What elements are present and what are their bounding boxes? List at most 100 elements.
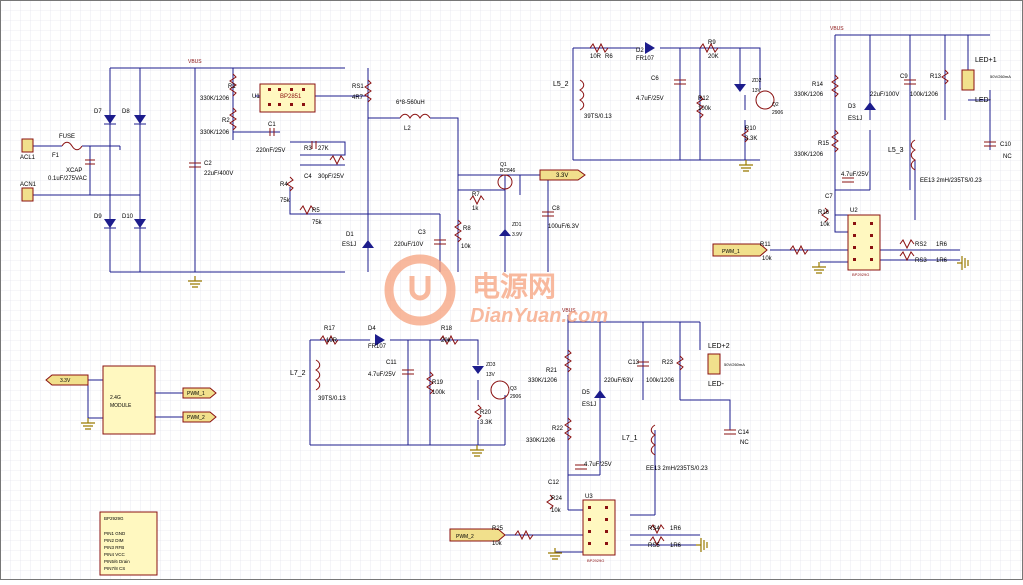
r7-value: 1k [472, 206, 479, 212]
l5-3-value: EE13 2mH/235TS/0.23 [920, 178, 982, 184]
r25-label: R25 [492, 526, 504, 532]
r8-label: R8 [463, 226, 471, 232]
r19-label: R19 [432, 380, 444, 386]
c12-label: C12 [548, 480, 560, 486]
vbus-top-label: VBUS [188, 59, 202, 65]
r17-label: R17 [324, 326, 336, 332]
pinout-pin4: PIN4 VCC [104, 552, 126, 557]
u1-pins [268, 88, 305, 106]
r20-label: R20 [480, 410, 492, 416]
vbus-right-label: VBUS [830, 26, 844, 32]
d1-diode [362, 240, 374, 248]
r3-value: 27K [318, 146, 329, 152]
r6-label: R6 [605, 54, 613, 60]
led1-wires [770, 34, 991, 263]
d7-label: D7 [94, 109, 102, 115]
d4-label: D4 [368, 326, 376, 332]
r19-value: 100k [432, 390, 446, 396]
r9-label: R9 [708, 40, 716, 46]
pwm2-module-label: PWM_2 [187, 415, 205, 421]
aux-bottom-passives [315, 334, 482, 420]
led1-value: 50V/260mA [990, 74, 1011, 79]
c14-label: C14 [738, 430, 750, 436]
bridge-diode-bars [104, 123, 146, 229]
c10-label: C10 [1000, 142, 1012, 148]
input-bridge-wires [33, 67, 345, 273]
led2-plus-label: LED+2 [708, 343, 730, 350]
r21-label: R21 [546, 368, 558, 374]
q2-value: 2906 [772, 110, 783, 116]
u3-pins [588, 506, 608, 545]
rs4-value: 1R6 [670, 526, 682, 532]
c13-label: C13 [628, 360, 640, 366]
u3-chip [582, 499, 616, 556]
u3-part: BP2929G [587, 558, 604, 563]
aux-bottom-wires [309, 339, 506, 446]
q1-transistor [497, 174, 513, 190]
rs1-label: RS1 [352, 84, 364, 90]
r2-label: R2 [222, 118, 230, 124]
l5-2-label: L5_2 [553, 81, 569, 88]
r4-value: 75k [280, 198, 291, 204]
c2-symbol [189, 162, 201, 168]
r15-label: R15 [818, 141, 830, 147]
r13-label: R13 [930, 74, 942, 80]
rs5-label: RS5 [648, 543, 660, 549]
r17-value: 10R [326, 338, 338, 344]
r7-label: R7 [472, 192, 480, 198]
u2-label: U2 [850, 208, 858, 214]
zd3-diode [472, 366, 484, 374]
c12-value: 4.7uF/25V [584, 462, 612, 468]
r5-label: R5 [312, 208, 320, 214]
d3-label: D3 [848, 104, 856, 110]
l7-1-value: EE13 2mH/235TS/0.23 [646, 466, 708, 472]
d5-value: ES1J [582, 402, 596, 408]
c9-label: C9 [900, 74, 908, 80]
r21-value: 330K/1206 [528, 378, 558, 384]
c8-label: C8 [552, 206, 560, 212]
pwm2-label: PWM_2 [456, 534, 474, 540]
l7-2-label: L7_2 [290, 370, 306, 377]
c3-label: C3 [418, 230, 426, 236]
r11-value: 10k [762, 256, 773, 262]
rs5-value: 1R6 [670, 543, 682, 549]
d10-label: D10 [122, 214, 134, 220]
acn1-connector [21, 187, 34, 202]
xcap-label: XCAP [66, 168, 82, 174]
xcap-symbol [85, 159, 95, 165]
module-24g [102, 365, 156, 435]
c2-value: 22uF/400V [204, 171, 233, 177]
d2-label: D2 [636, 48, 644, 54]
net-3v3-module-label: 3.3V [60, 378, 71, 384]
q1-label: Q1 [500, 162, 507, 168]
zd3-value: 13V [486, 372, 496, 378]
c14-value: NC [740, 440, 749, 446]
l5-2-value: 39TS/0.13 [584, 114, 612, 120]
zd1-value: 3.9V [512, 232, 523, 238]
acn1-label: ACN1 [20, 182, 37, 188]
rs1-value: 4R7 [352, 95, 364, 101]
q1-value: BC846 [500, 168, 516, 174]
r15-value: 330K/1206 [794, 152, 824, 158]
d1-value: ES1J [342, 242, 356, 248]
r12-value: 100k [698, 106, 712, 112]
r14-label: R14 [812, 82, 824, 88]
r11-label: R11 [760, 242, 771, 248]
acl1-label: ACL1 [20, 155, 36, 161]
r16-label: R16 [818, 210, 830, 216]
c6-label: C6 [651, 76, 659, 82]
c11-value: 4.7uF/25V [368, 372, 396, 378]
watermark-en: DianYuan.com [470, 305, 608, 327]
led2-minus-label: LED- [708, 381, 725, 388]
c1-label: C1 [268, 122, 276, 128]
fuse-symbol [61, 141, 83, 151]
r10-value: 3.3K [745, 136, 757, 142]
c7-label: C7 [825, 194, 833, 200]
zd3-label: ZD3 [486, 362, 496, 368]
d3-value: ES1J [848, 116, 862, 122]
d5-diode [594, 390, 606, 398]
bridge-diodes [104, 115, 146, 228]
r1-value: 330K/1206 [200, 96, 230, 102]
